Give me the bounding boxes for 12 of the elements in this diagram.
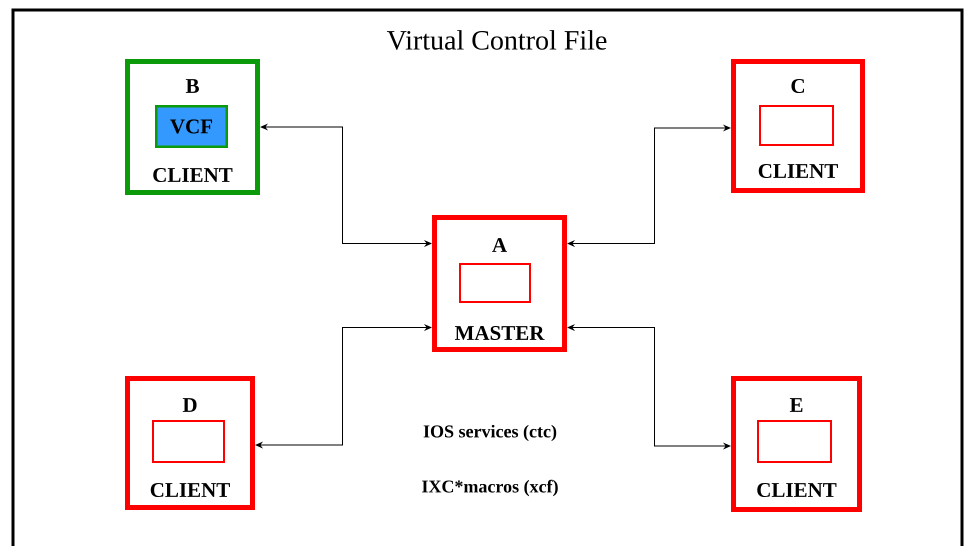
inner-box: [459, 263, 531, 303]
title: Virtual Control File: [386, 30, 606, 50]
client-box: D CLIENT: [125, 376, 255, 510]
client-box: E CLIENT: [731, 376, 862, 512]
inner-box: VCF: [155, 105, 228, 148]
note: IOS services (ctc): [424, 424, 556, 442]
inner-box: [759, 105, 834, 146]
inner-box: [757, 420, 832, 463]
note: IXC*macros (xcf): [422, 480, 558, 496]
client-box: C CLIENT: [731, 59, 866, 193]
master-box: A MASTER: [432, 215, 567, 352]
inner-box: [152, 420, 225, 463]
